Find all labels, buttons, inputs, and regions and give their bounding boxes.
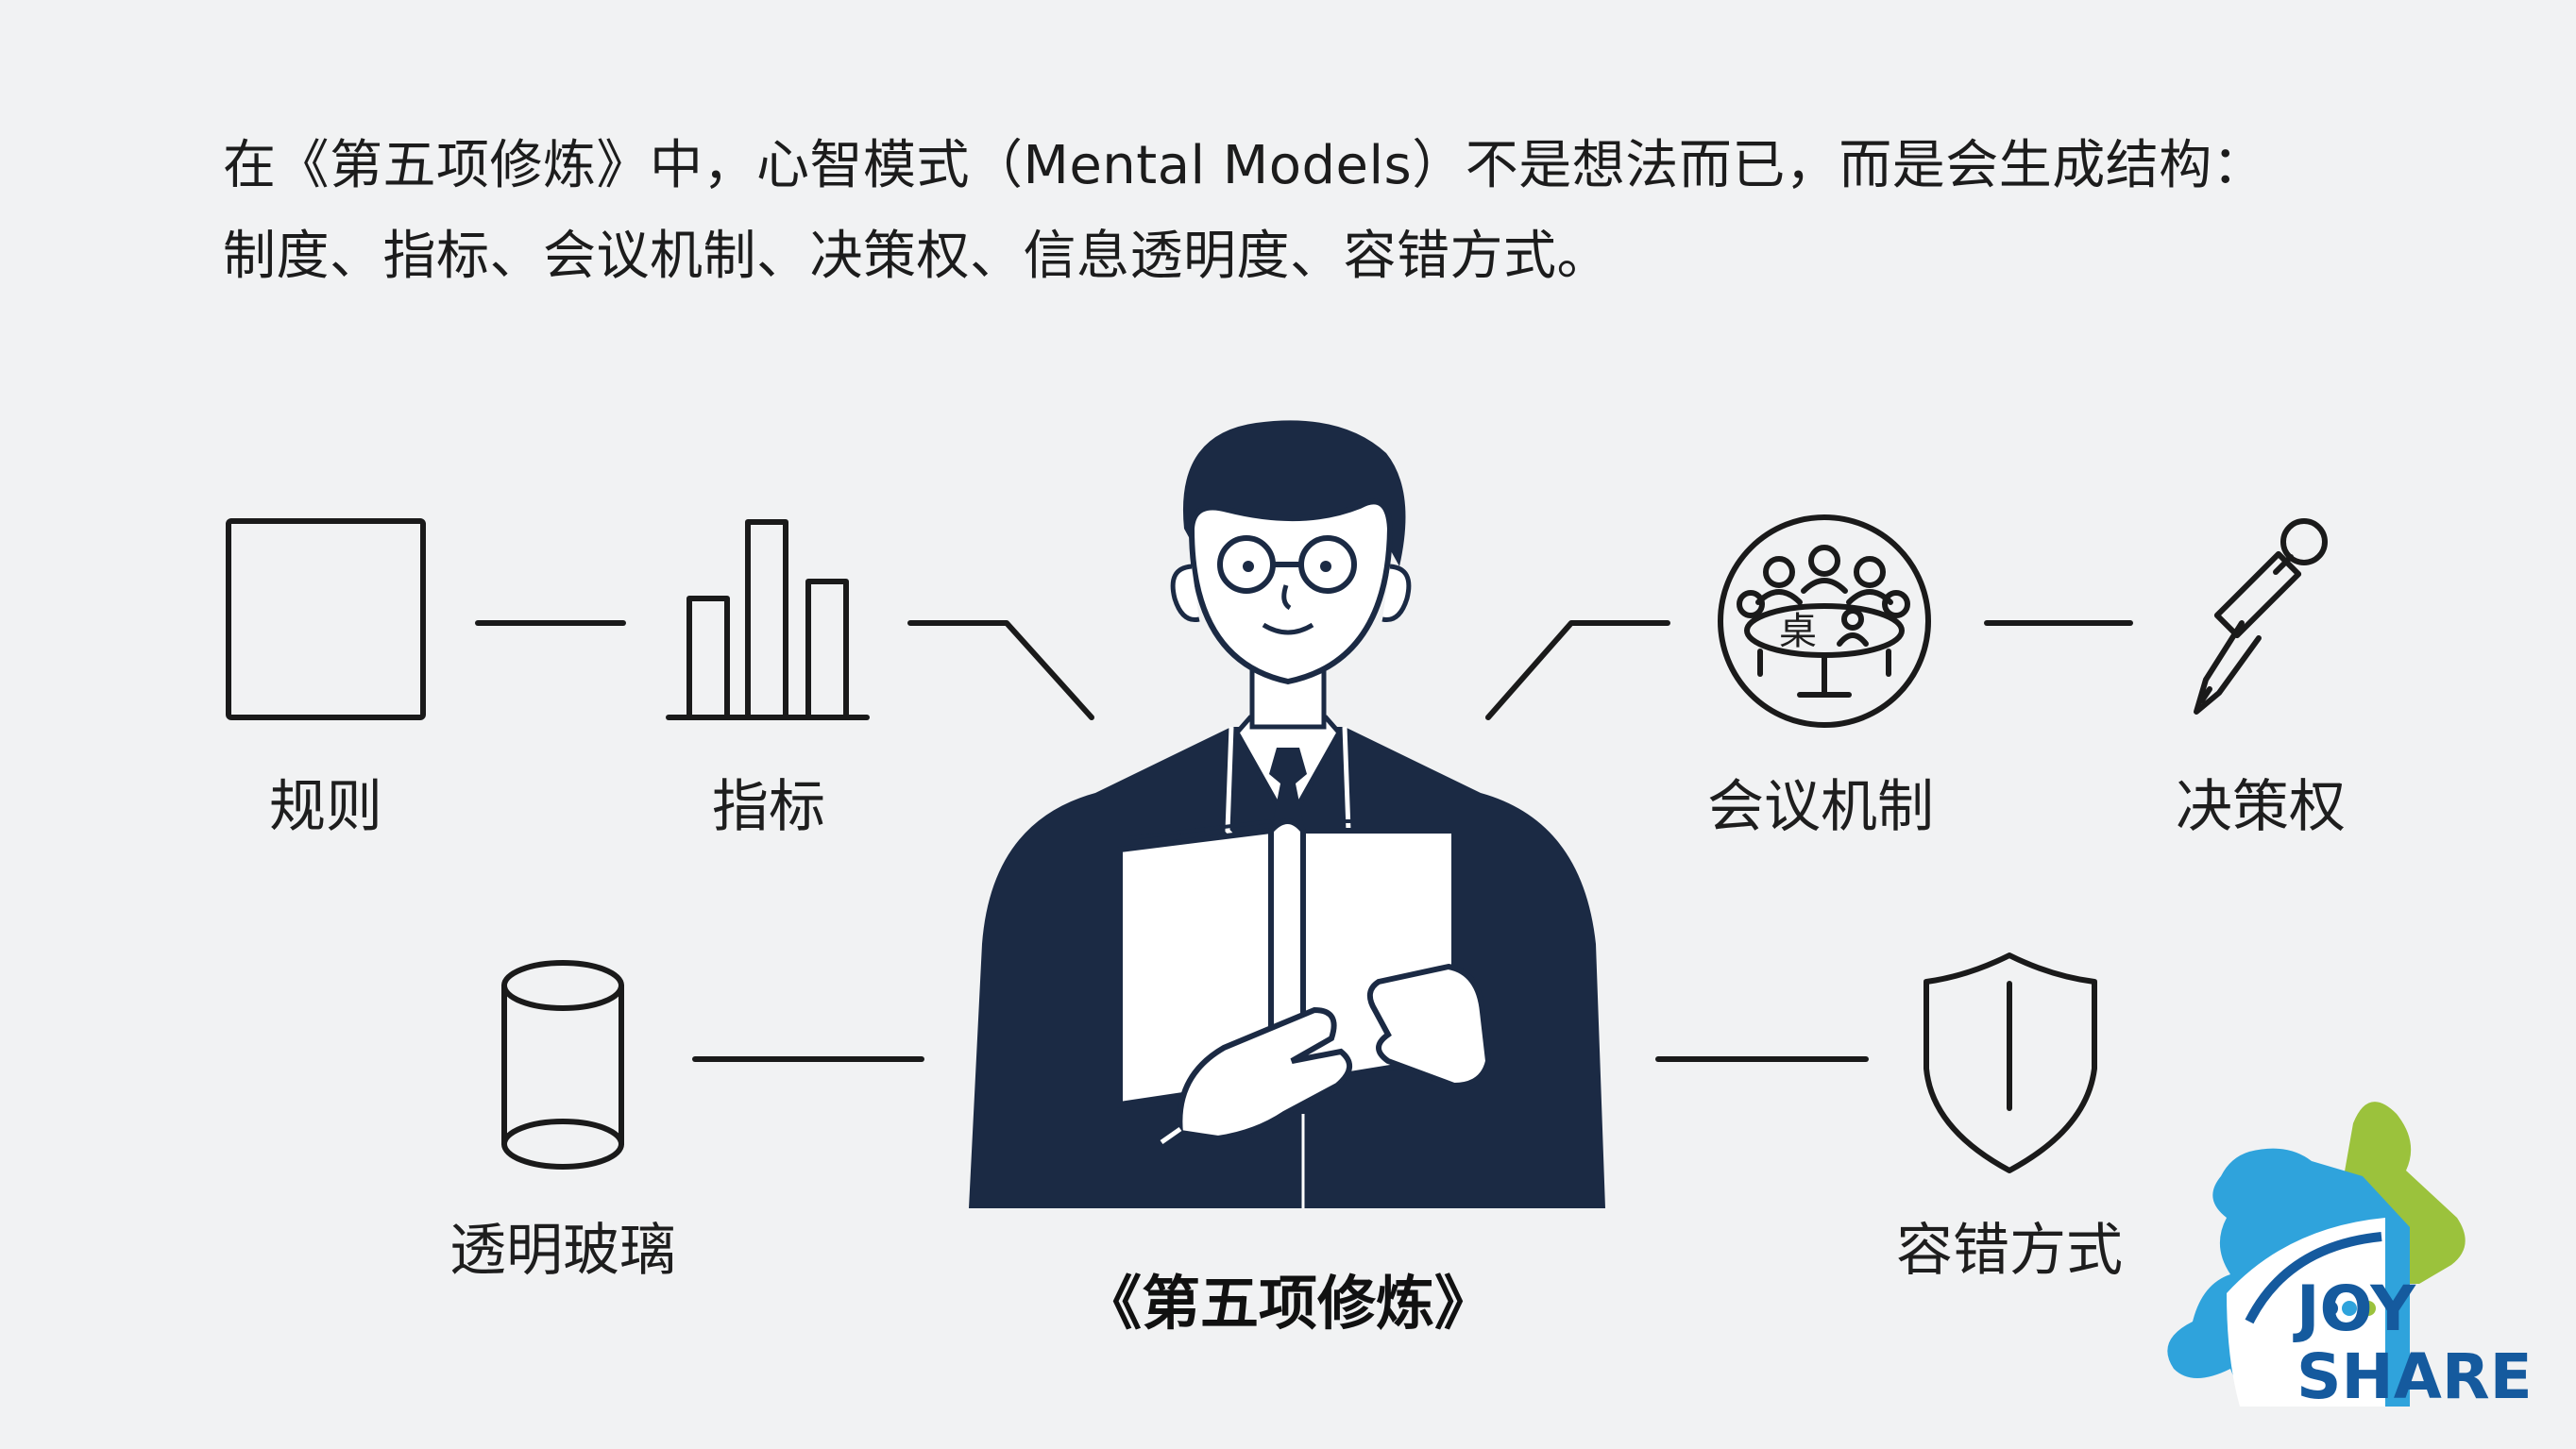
meeting-table-icon bbox=[1718, 514, 1931, 728]
shield-icon bbox=[1924, 952, 2097, 1173]
label-decision: 决策权 bbox=[2176, 774, 2346, 840]
logo-text-joy: JOY bbox=[2296, 1272, 2416, 1345]
intro-line-2: 制度、指标、会议机制、决策权、信息透明度、容错方式。 bbox=[223, 226, 1610, 287]
label-glass: 透明玻璃 bbox=[449, 1218, 676, 1284]
joyshare-logo: JOY SHARE bbox=[2136, 1086, 2533, 1435]
person-reading-figure bbox=[969, 420, 1605, 1208]
label-meeting: 会议机制 bbox=[1707, 774, 1934, 840]
connector-line bbox=[907, 620, 1094, 720]
intro-text: 在《第五项修炼》中，心智模式（Mental Models）不是想法而已，而是会生… bbox=[223, 121, 2395, 302]
cylinder-icon bbox=[501, 960, 624, 1170]
logo-splash-icon bbox=[2167, 1102, 2466, 1407]
pen-icon bbox=[2194, 518, 2328, 715]
bar-chart-icon bbox=[666, 519, 870, 720]
label-tolerance: 容错方式 bbox=[1896, 1218, 2123, 1284]
logo-text-share: SHARE bbox=[2296, 1340, 2533, 1413]
label-metrics: 指标 bbox=[712, 774, 825, 840]
connector-line bbox=[1485, 620, 1670, 720]
intro-line-1: 在《第五项修炼》中，心智模式（Mental Models）不是想法而已，而是会生… bbox=[223, 135, 2266, 196]
label-rules: 规则 bbox=[269, 774, 382, 840]
book-title: 《第五项修炼》 bbox=[1082, 1269, 1494, 1338]
square-icon bbox=[226, 518, 426, 720]
meeting-table-label: 桌 bbox=[1779, 610, 1817, 653]
